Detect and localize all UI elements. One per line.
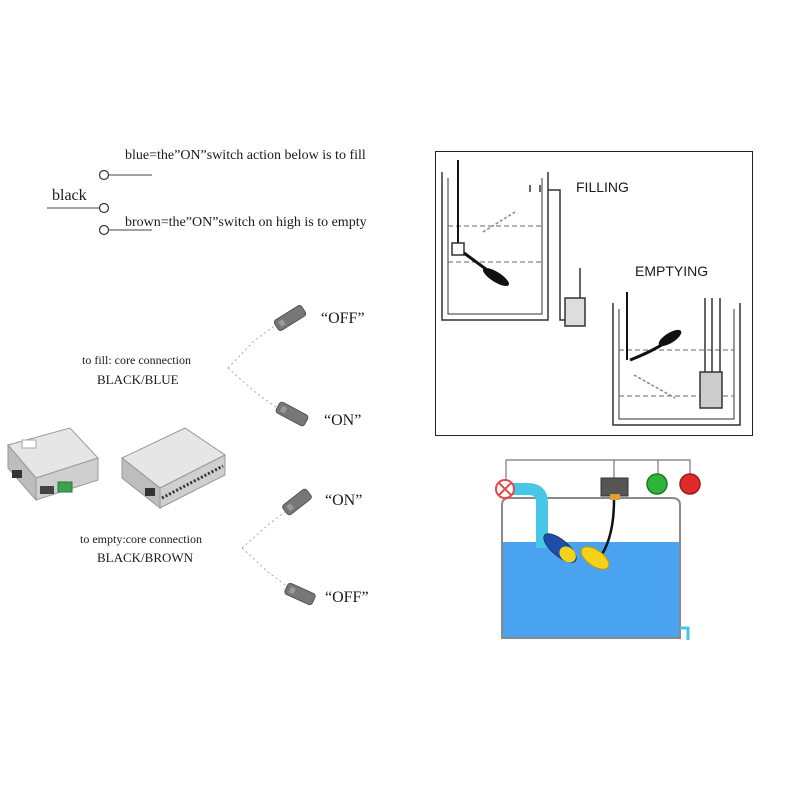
empty-float-on — [282, 488, 312, 516]
empty-caption-2: BLACK/BROWN — [97, 550, 194, 565]
green-lamp-icon — [646, 473, 668, 495]
fill-state-on: “ON” — [324, 412, 362, 429]
black-terminal — [98, 202, 110, 214]
fill-float-on — [275, 401, 309, 427]
brown-terminal — [98, 224, 110, 236]
emptying-label: EMPTYING — [635, 263, 709, 279]
black-wire-label: black — [52, 187, 87, 204]
empty-state-off: “OFF” — [325, 589, 369, 606]
fill-caption-2: BLACK/BLUE — [97, 372, 179, 387]
empty-caption-1: to empty:core connection — [80, 532, 202, 546]
relay-board-left — [7, 427, 99, 502]
outlet-pipe — [680, 626, 690, 640]
red-lamp-icon — [679, 473, 701, 495]
filling-label: FILLING — [576, 179, 629, 195]
emptying-tank — [612, 292, 741, 426]
blue-wire-label: blue=the”ON”switch action below is to fi… — [125, 148, 366, 163]
fill-caption-1: to fill: core connection — [82, 353, 191, 367]
blue-terminal — [98, 169, 110, 181]
relay-board-right — [121, 427, 226, 510]
switch-box — [600, 477, 629, 497]
fill-state-off: “OFF” — [321, 310, 365, 327]
filling-tank — [441, 160, 586, 327]
brown-wire-label: brown=the”ON”switch on high is to empty — [125, 215, 367, 230]
empty-float-off — [284, 582, 316, 606]
blue-yellow-float — [543, 533, 577, 563]
fill-float-off — [273, 305, 307, 331]
empty-state-on: “ON” — [325, 492, 363, 509]
yellow-float — [580, 546, 610, 570]
inlet-pipe — [512, 483, 548, 548]
